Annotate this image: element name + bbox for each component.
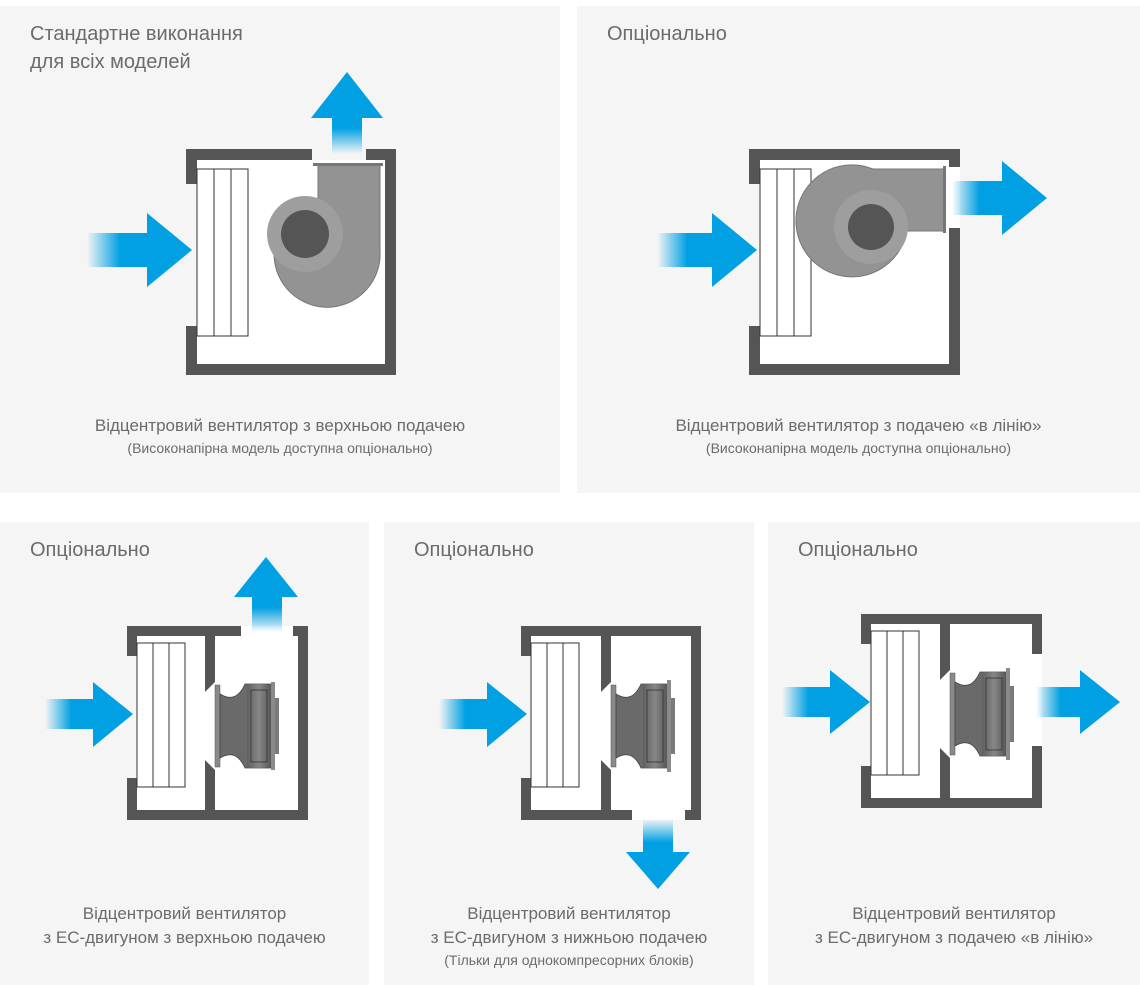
panel-title: Опціонально <box>607 23 727 45</box>
panel-caption: Відцентровий вентилятор з подачею «в лін… <box>577 414 1140 458</box>
panel-title: Опціонально <box>798 539 918 561</box>
coil-icon <box>136 642 186 788</box>
centrifugal-fan-icon <box>795 164 946 278</box>
outlet-arrow-up-icon <box>234 557 298 632</box>
outlet-opening <box>632 810 685 820</box>
coil-icon <box>870 630 920 776</box>
caption-line: з ЕС-двигуном з нижньою подачею <box>430 928 708 947</box>
ec-motor-fan-icon <box>949 668 1014 760</box>
panel-ec-top-discharge: Опціонально <box>0 522 369 985</box>
panel-title: Опціонально <box>30 539 150 561</box>
ec-motor-fan-icon <box>610 680 675 772</box>
inlet-opening <box>940 670 950 758</box>
panel-caption: Відцентровий вентилятор з ЕС-двигуном з … <box>0 902 369 950</box>
inlet-arrow-right-icon <box>87 213 192 287</box>
caption-note: (Високонапірна модель доступна опціональ… <box>705 440 1012 456</box>
caption-note: (Високонапірна модель доступна опціональ… <box>127 440 433 456</box>
caption-line: Відцентровий вентилятор з подачею «в лін… <box>675 416 1042 435</box>
inlet-opening <box>205 682 215 770</box>
unit-diagram <box>782 614 1120 808</box>
inlet-arrow-right-icon <box>439 682 527 747</box>
caption-line: Відцентровий вентилятор <box>852 904 1056 923</box>
outlet-arrow-down-icon <box>626 819 690 889</box>
panel-caption: Відцентровий вентилятор з верхньою подач… <box>0 414 560 458</box>
caption-note: (Тільки для однокомпресорних блоків) <box>444 952 694 968</box>
panel-title-line: Стандартне виконання <box>30 23 243 45</box>
panel-caption: Відцентровий вентилятор з ЕС-двигуном з … <box>384 902 754 970</box>
inlet-arrow-right-icon <box>782 670 870 734</box>
inlet-opening <box>601 682 611 770</box>
panel-title: Опціонально <box>414 539 534 561</box>
inlet-arrow-right-icon <box>657 213 757 287</box>
panel-ec-inline-discharge: Опціонально <box>768 522 1140 985</box>
caption-line: з ЕС-двигуном з подачею «в лінію» <box>814 928 1094 947</box>
unit-diagram <box>657 149 1047 375</box>
unit-diagram <box>87 72 396 375</box>
coil-icon <box>759 168 812 337</box>
centrifugal-fan-icon <box>267 163 383 308</box>
unit-housing <box>749 149 960 375</box>
caption-line: Відцентровий вентилятор <box>467 904 671 923</box>
panel-inline-discharge: Опціонально <box>577 6 1140 493</box>
panel-standard-top-discharge: Стандартне виконання для всіх моделей <box>0 6 560 493</box>
inlet-arrow-right-icon <box>45 682 133 747</box>
unit-housing <box>186 149 396 375</box>
panel-caption: Відцентровий вентилятор з ЕС-двигуном з … <box>768 902 1140 950</box>
outlet-arrow-right-icon <box>1036 670 1120 734</box>
panel-title-line: для всіх моделей <box>30 51 191 73</box>
outlet-arrow-up-icon <box>311 72 383 154</box>
caption-line: Відцентровий вентилятор з верхньою подач… <box>94 416 466 435</box>
panel-title: Стандартне виконання для всіх моделей <box>30 20 243 76</box>
unit-diagram <box>45 557 308 820</box>
coil-icon <box>196 168 249 337</box>
caption-line: Відцентровий вентилятор <box>82 904 287 923</box>
outlet-arrow-right-icon <box>952 161 1047 235</box>
panel-ec-bottom-discharge: Опціонально <box>384 522 754 985</box>
coil-icon <box>530 642 580 788</box>
ec-motor-fan-icon <box>214 682 279 770</box>
unit-diagram <box>439 626 701 889</box>
caption-line: з ЕС-двигуном з верхньою подачею <box>43 928 326 947</box>
